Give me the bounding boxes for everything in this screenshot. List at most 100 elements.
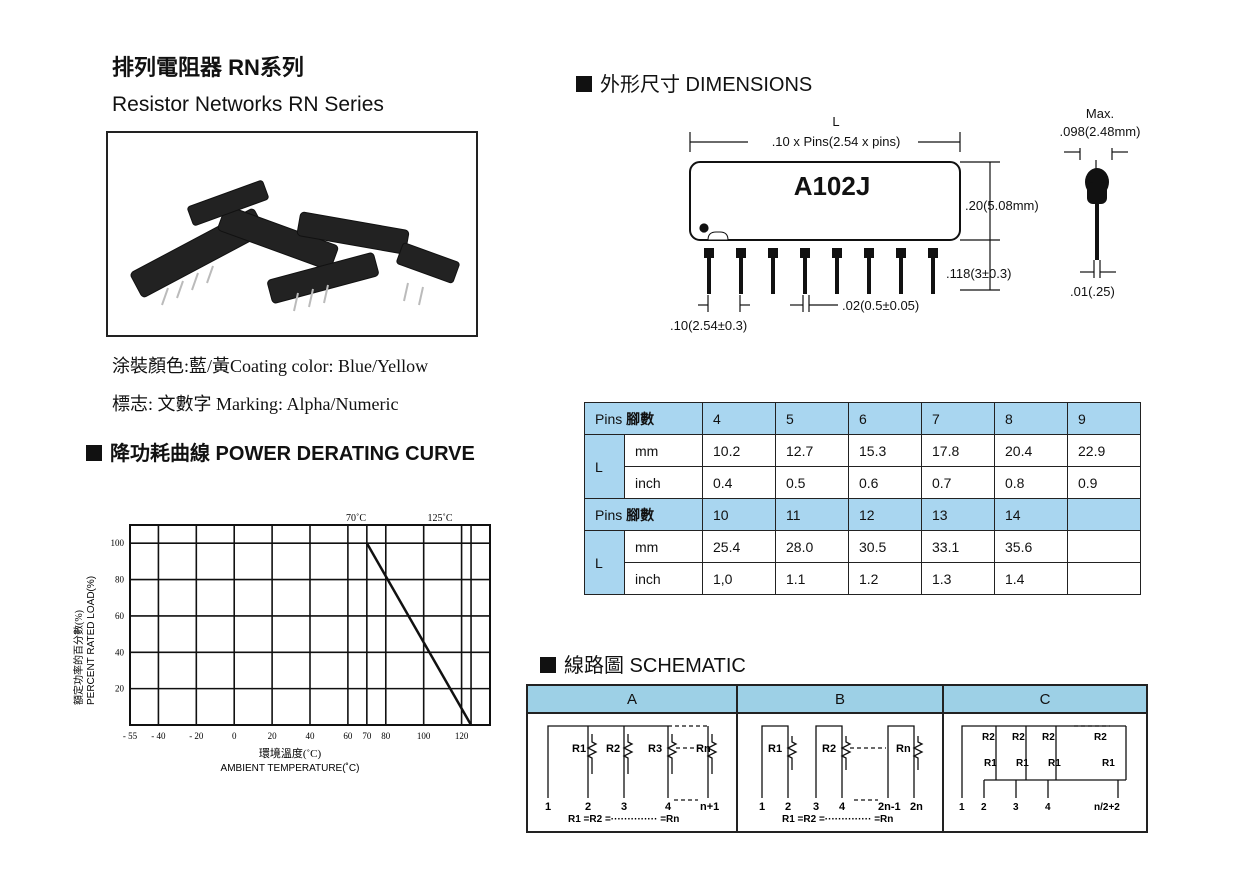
derating-line <box>365 542 473 726</box>
x-tick-label: 60 <box>343 731 353 741</box>
pin-label: 2 <box>981 802 987 813</box>
x-tick-label: 80 <box>381 731 391 741</box>
pin-label: 4 <box>665 801 672 813</box>
table-cell: 15.3 <box>848 434 922 467</box>
table-cell: 33.1 <box>921 530 995 563</box>
table-cell: 22.9 <box>1067 434 1141 467</box>
pin-label: 2n-1 <box>878 801 901 813</box>
resistor-label: R1 <box>1048 758 1061 769</box>
dimensions-heading: 外形尺寸 DIMENSIONS <box>576 68 812 97</box>
product-photo <box>106 131 478 337</box>
table-cell: L <box>584 434 625 499</box>
dim-L-label: L <box>832 114 839 129</box>
equality-label: R1 =R2 =·············· =Rn <box>782 814 893 825</box>
x-tick-label: 20 <box>268 731 278 741</box>
dim-lead-length-label: .118(3±0.3) <box>946 266 1011 281</box>
x-tick-label: 40 <box>306 731 316 741</box>
resistor-label: R3 <box>648 743 662 755</box>
y-tick-label: 60 <box>115 611 125 621</box>
resistor-label: R2 <box>1094 732 1107 743</box>
equality-label: R1 =R2 =·············· =Rn <box>568 814 679 825</box>
schematic-table: A B C R1 R2 R3 Rn <box>526 684 1148 833</box>
marking-text: 標志: 文數字 Marking: Alpha/Numeric <box>112 394 399 414</box>
square-bullet-icon <box>86 445 102 461</box>
x-tick-label: 0 <box>232 731 237 741</box>
resistor-label: R2 <box>1042 732 1055 743</box>
table-cell: 1.1 <box>775 562 849 595</box>
table-cell: 0.9 <box>1067 466 1141 499</box>
derating-heading: 降功耗曲線 POWER DERATING CURVE <box>86 437 475 466</box>
table-cell: 30.5 <box>848 530 922 563</box>
table-cell: 11 <box>775 498 849 531</box>
table-row: Pins 腳數 10 11 12 13 14 <box>584 498 1141 531</box>
table-cell: 25.4 <box>702 530 776 563</box>
y-tick-label: 100 <box>111 538 125 548</box>
pin-label: n/2+2 <box>1094 802 1120 813</box>
schematic-c: R2 R2 R2 R2 R1 R1 R1 R1 1 2 3 4 n/2+2 <box>942 712 1148 833</box>
dim-max-label: Max. <box>1086 106 1114 121</box>
table-cell: 0.6 <box>848 466 922 499</box>
table-cell: mm <box>624 530 703 563</box>
table-cell: 0.8 <box>994 466 1068 499</box>
x-tick-label: - 40 <box>151 731 166 741</box>
table-cell: 0.5 <box>775 466 849 499</box>
resistor-label: R1 <box>572 743 586 755</box>
y-tick-label: 40 <box>115 647 125 657</box>
resistor-label: R1 <box>768 743 782 755</box>
table-cell: 0.4 <box>702 466 776 499</box>
table-cell: 8 <box>994 402 1068 435</box>
table-row: L mm 10.2 12.7 15.3 17.8 20.4 22.9 <box>584 434 1141 499</box>
dimensions-drawing: L .10 x Pins(2.54 x pins) .20(5.08mm) .1… <box>670 106 1141 333</box>
table-cell: 10 <box>702 498 776 531</box>
table-cell: 1.3 <box>921 562 995 595</box>
pin-label: 2n <box>910 801 923 813</box>
table-row: L mm 25.4 28.0 30.5 33.1 35.6 <box>584 530 1141 595</box>
marker-70-label: 70˚C <box>346 513 366 524</box>
pin-label: 3 <box>813 801 819 813</box>
dim-part-marking: A102J <box>794 171 871 201</box>
pins-header-cell: Pins 腳數 <box>584 498 703 531</box>
table-row: R1 R2 R3 Rn 1 2 3 4 n+1 R1 =R2 =········… <box>526 712 1148 833</box>
x-tick-label: - 20 <box>189 731 204 741</box>
pin-label: 1 <box>959 802 965 813</box>
pin-label: 3 <box>621 801 627 813</box>
table-cell <box>1067 530 1141 563</box>
table-cell: 9 <box>1067 402 1141 435</box>
derating-chart: 125˚C 70˚C 額定功率的百分數(%) PERCENT RATED LOA… <box>72 513 491 774</box>
square-bullet-icon <box>576 76 592 92</box>
resistor-label: R2 <box>606 743 620 755</box>
x-tick-label: 70 <box>362 731 372 741</box>
dim-lead-width-label: .02(0.5±0.05) <box>842 298 919 313</box>
resistor-label: R1 <box>1102 758 1115 769</box>
table-cell: 1,0 <box>702 562 776 595</box>
table-cell: 6 <box>848 402 922 435</box>
resistor-label: R1 <box>1016 758 1029 769</box>
table-cell: L <box>584 530 625 595</box>
dim-pitch-label: .10(2.54±0.3) <box>670 318 747 333</box>
pins-header-cell: Pins 腳數 <box>584 402 703 435</box>
table-cell <box>1067 562 1141 595</box>
resistor-label: R2 <box>982 732 995 743</box>
square-bullet-icon <box>540 657 556 673</box>
resistor-label: Rn <box>696 743 711 755</box>
schematic-header-c: C <box>942 684 1148 714</box>
dim-length-label: .10 x Pins(2.54 x pins) <box>772 134 901 149</box>
table-row: A B C <box>526 684 1148 714</box>
table-cell: 17.8 <box>921 434 995 467</box>
table-cell: 0.7 <box>921 466 995 499</box>
table-row: inch 1,0 1.1 1.2 1.3 1.4 <box>585 562 1141 595</box>
table-cell: 7 <box>921 402 995 435</box>
pin-label: n+1 <box>700 801 719 813</box>
table-cell: 5 <box>775 402 849 435</box>
table-row: inch 0.4 0.5 0.6 0.7 0.8 0.9 <box>585 466 1141 499</box>
table-cell: 4 <box>702 402 776 435</box>
table-cell: inch <box>624 562 703 595</box>
dim-max-value: .098(2.48mm) <box>1060 124 1141 139</box>
dim-height-label: .20(5.08mm) <box>965 198 1039 213</box>
pin-label: 2 <box>585 801 591 813</box>
table-cell: inch <box>624 466 703 499</box>
table-cell: 14 <box>994 498 1068 531</box>
table-cell: 1.2 <box>848 562 922 595</box>
page-title-en: Resistor Networks RN Series <box>112 93 384 116</box>
x-tick-label: - 55 <box>123 731 138 741</box>
